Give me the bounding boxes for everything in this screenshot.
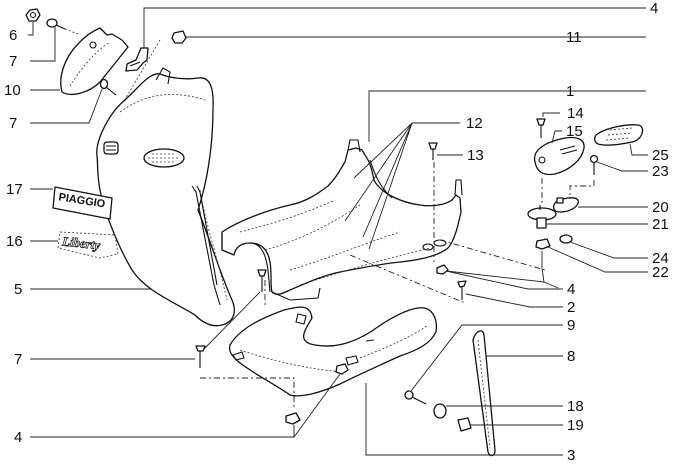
part-4-clip-lower bbox=[285, 363, 349, 425]
part-7-screw-mid bbox=[99, 78, 117, 96]
part-7-screw-lower bbox=[257, 269, 267, 292]
callout-4: 4 bbox=[567, 281, 575, 298]
callout-22: 22 bbox=[652, 264, 669, 281]
part-3-floor-cover bbox=[228, 306, 438, 397]
callout-11: 11 bbox=[566, 29, 582, 46]
part-21-pivot bbox=[527, 205, 557, 229]
callout-4: 4 bbox=[650, 0, 658, 17]
callout-19: 19 bbox=[567, 417, 584, 434]
liberty-badge-text: Liberty bbox=[60, 233, 101, 252]
callout-9: 9 bbox=[567, 317, 575, 334]
callout-5: 5 bbox=[14, 281, 22, 298]
callout-20: 20 bbox=[652, 199, 669, 216]
callout-6: 6 bbox=[9, 27, 17, 44]
callout-1: 1 bbox=[566, 83, 574, 100]
callout-2: 2 bbox=[567, 299, 575, 316]
callout-15: 15 bbox=[566, 123, 583, 140]
callout-12: 12 bbox=[466, 115, 483, 132]
part-4-clip-right bbox=[436, 264, 449, 275]
part-19-clip bbox=[457, 417, 472, 432]
alignment-line bbox=[439, 239, 546, 271]
part-20-bracket bbox=[553, 197, 579, 213]
part-24-washer bbox=[559, 234, 573, 244]
callout-16: 16 bbox=[6, 233, 23, 250]
callout-23: 23 bbox=[652, 163, 669, 180]
part-7-screw-top bbox=[46, 18, 79, 35]
part-16-liberty-badge: Liberty bbox=[57, 231, 119, 259]
part-6-nut bbox=[25, 8, 41, 22]
part-17-piaggio-badge: PIAGGIO bbox=[52, 186, 113, 220]
callout-4: 4 bbox=[14, 429, 22, 446]
part-10-horn-cover bbox=[60, 27, 129, 96]
part-13-screw bbox=[428, 142, 438, 262]
part-9-screw bbox=[404, 390, 427, 405]
callout-8: 8 bbox=[567, 348, 575, 365]
alignment-line bbox=[349, 254, 466, 304]
callout-21: 21 bbox=[652, 216, 669, 233]
part-8-trim-strip bbox=[472, 330, 496, 457]
callout-7: 7 bbox=[14, 351, 22, 368]
part-22-nut bbox=[535, 238, 551, 268]
part-2-screw bbox=[457, 280, 467, 300]
callout-7: 7 bbox=[9, 115, 17, 132]
leader-lines bbox=[28, 7, 648, 456]
part-4-clip-top bbox=[125, 47, 149, 72]
callout-3: 3 bbox=[567, 447, 575, 464]
callout-14: 14 bbox=[567, 105, 584, 122]
callout-24: 24 bbox=[652, 250, 669, 267]
part-12-leaders bbox=[344, 122, 413, 250]
part-1-footboard bbox=[221, 139, 463, 301]
callout-13: 13 bbox=[467, 147, 484, 164]
callout-10: 10 bbox=[4, 82, 21, 99]
callout-18: 18 bbox=[567, 398, 584, 415]
part-11-nut-cage bbox=[119, 30, 187, 109]
part-23-screw bbox=[569, 154, 599, 196]
part-18-spacer bbox=[433, 403, 447, 419]
callout-labels: 6 7 10 7 17 16 5 7 4 4 11 1 12 13 14 15 … bbox=[4, 0, 669, 464]
callout-17: 17 bbox=[6, 181, 23, 198]
callout-7: 7 bbox=[9, 53, 17, 70]
part-5-leg-shield bbox=[96, 67, 235, 327]
callout-25: 25 bbox=[652, 147, 669, 164]
part-7-screw-left bbox=[195, 345, 295, 408]
part-14-screw bbox=[536, 118, 546, 205]
part-15-plate bbox=[533, 136, 585, 176]
part-25-pad bbox=[594, 124, 644, 146]
